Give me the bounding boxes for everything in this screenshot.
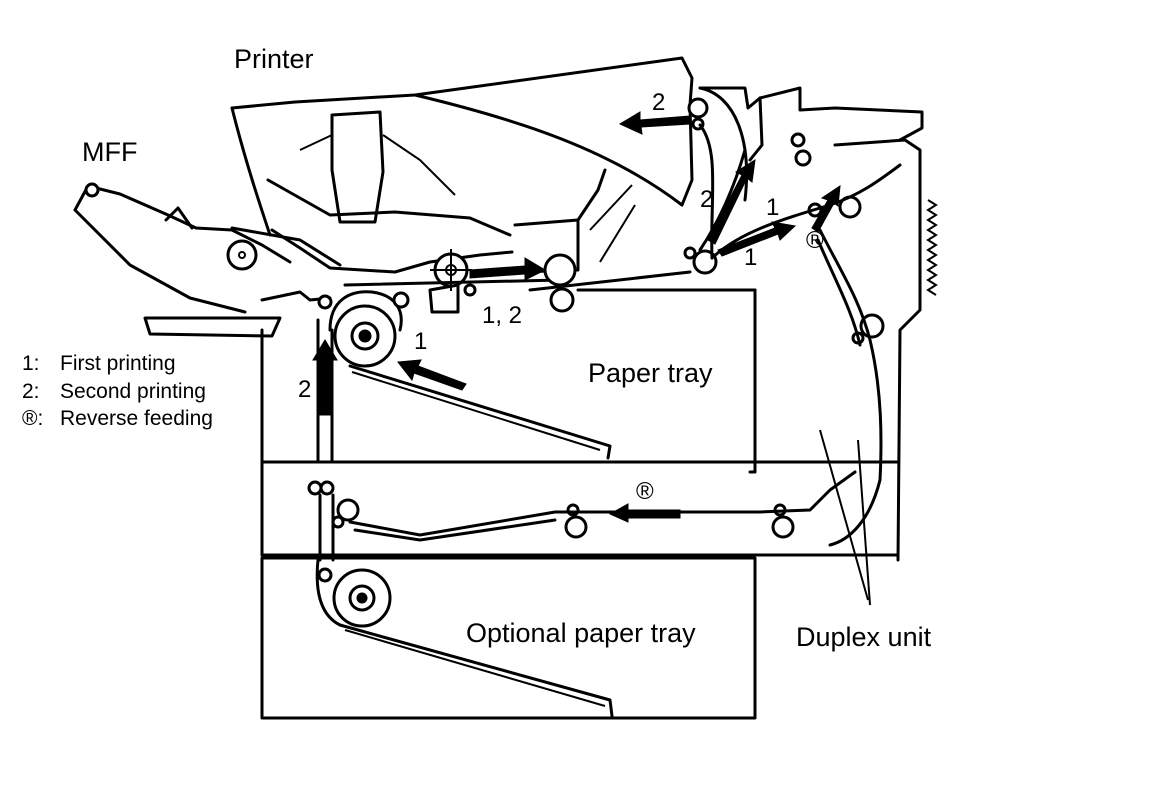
marker-tray-1: 1 (414, 328, 428, 355)
optional-paper-tray-label: Optional paper tray (466, 618, 696, 648)
marker-lower-1: 1 (744, 244, 758, 271)
legend-key: 2: (22, 380, 40, 403)
marker-upper-1: 1 (766, 194, 780, 221)
legend-text: First printing (60, 352, 176, 375)
marker-upper-2: 2 (700, 186, 714, 213)
marker-duplex-reverse: ® (806, 227, 824, 254)
exit-rollers (683, 97, 902, 547)
legend-item-second-printing: 2: Second printing (22, 380, 206, 404)
legend-item-reverse-feeding: ®: Reverse feeding (22, 407, 213, 431)
path-arrows (312, 111, 841, 523)
printer-body (230, 56, 938, 562)
duplex-path (307, 429, 871, 606)
optional-tray-body (260, 556, 757, 720)
marker-one-two: 1, 2 (482, 302, 523, 329)
paper-tray-label: Paper tray (588, 358, 713, 388)
printer-mechanism (266, 110, 636, 314)
duplex-unit-label: Duplex unit (796, 622, 932, 652)
marker-tray-2: 2 (298, 376, 312, 403)
marker-exit-2: 2 (652, 89, 666, 116)
mff-unit (73, 182, 342, 338)
legend-text: Second printing (60, 380, 206, 403)
main-feed-roller (316, 290, 612, 462)
printer-label: Printer (234, 44, 314, 74)
mff-label: MFF (82, 137, 138, 167)
legend-item-first-printing: 1: First printing (22, 352, 176, 376)
legend-key: 1: (22, 352, 40, 375)
legend-text: Reverse feeding (60, 407, 213, 430)
transfer-rollers (463, 253, 692, 313)
marker-bottom-reverse: ® (636, 478, 654, 505)
legend-key: ®: (22, 407, 44, 430)
